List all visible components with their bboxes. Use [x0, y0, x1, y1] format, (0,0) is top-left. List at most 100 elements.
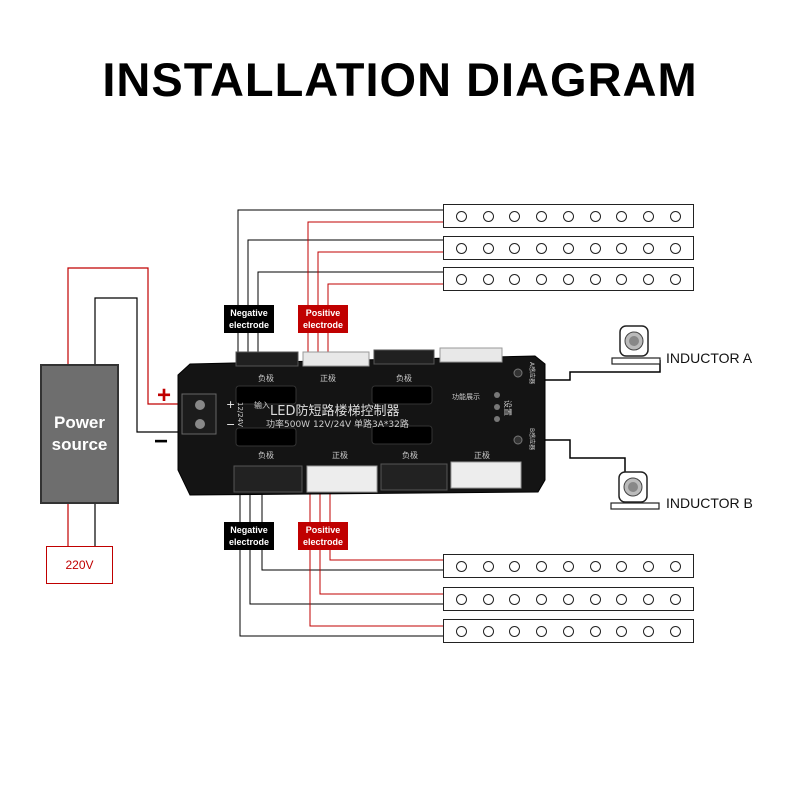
controller-input-minus: −: [226, 418, 235, 431]
led-dot: [670, 560, 681, 572]
led-dot: [562, 210, 574, 222]
led-dot: [616, 560, 628, 572]
controller-spec: 功率500W 12V/24V 单路3A*32路: [266, 418, 409, 430]
bottom-led-strip: [443, 619, 694, 643]
inductor-b-cable: [538, 439, 626, 476]
tag-line1: Negative: [230, 308, 268, 318]
led-dot: [589, 273, 601, 285]
led-dot: [536, 210, 548, 222]
bottom-terminal-positive-2: [450, 461, 522, 489]
led-dot: [509, 242, 521, 254]
mains-label: 220V: [46, 546, 113, 584]
led-dot: [482, 210, 494, 222]
led-dot: [616, 242, 628, 254]
port-label-bottom: 正极: [332, 450, 348, 460]
inductor-a-cable: [538, 360, 661, 381]
top-strip1-negative-wire: [237, 209, 443, 355]
tag-line1: Positive: [305, 308, 341, 318]
led-dot: [562, 560, 574, 572]
tag-line2: electrode: [302, 320, 344, 330]
bottom-terminal-negative-1: [233, 465, 303, 493]
led-dot: [643, 593, 655, 605]
port-label-bottom: 正极: [474, 450, 490, 460]
led-dot: [455, 593, 467, 605]
led-dot: [536, 625, 548, 637]
controller-input-plus: +: [226, 398, 235, 411]
led-dot: [562, 273, 574, 285]
controller-board: LED防短路楼梯控制器 功率500W 12V/24V 单路3A*32路 输入 1…: [177, 347, 546, 496]
led-dot: [670, 273, 681, 285]
tag-line2: electrode: [228, 320, 270, 330]
power-source-box: Power source: [40, 364, 119, 504]
inductor-a-icon: [611, 325, 661, 365]
led-dot: [482, 242, 494, 254]
led-dot: [509, 625, 521, 637]
led-dot: [509, 273, 521, 285]
led-dot: [589, 242, 601, 254]
power-source-line2: source: [51, 435, 108, 454]
bottom-strip1-negative-wire: [261, 492, 443, 571]
led-dot: [643, 625, 655, 637]
led-dot: [643, 242, 655, 254]
led-dot: [589, 560, 601, 572]
led-dot: [536, 273, 548, 285]
led-dot: [455, 210, 467, 222]
power-source-label: Power source: [42, 412, 117, 456]
led-dot: [589, 210, 601, 222]
controller-input-label: 输入: [254, 400, 270, 410]
top-positive-electrode-tag: Positive electrode: [298, 305, 348, 333]
tag-line1: Positive: [305, 525, 341, 535]
led-dot: [643, 273, 655, 285]
top-terminal-negative-2: [373, 349, 435, 365]
top-negative-electrode-tag: Negative electrode: [224, 305, 274, 333]
controller-function-label: 功能展示: [452, 392, 480, 401]
led-dot: [455, 560, 467, 572]
tag-line2: electrode: [228, 537, 270, 547]
inductor-b-label: INDUCTOR B: [666, 495, 753, 511]
controller-sensor-b-label: B感应器: [528, 428, 536, 450]
led-dot: [455, 242, 467, 254]
bottom-strip1-positive-wire: [329, 492, 443, 561]
led-dot: [509, 593, 521, 605]
port-label-bottom: 负极: [402, 450, 418, 460]
led-dot: [589, 593, 601, 605]
port-label-top: 负极: [396, 373, 412, 383]
power-positive-wire: [67, 267, 184, 405]
bottom-negative-electrode-tag: Negative electrode: [224, 522, 274, 550]
top-led-strip: [443, 236, 694, 260]
top-strip2-negative-wire: [247, 239, 443, 355]
bottom-terminal-negative-2: [380, 463, 448, 491]
led-dot: [562, 242, 574, 254]
led-dot: [616, 625, 628, 637]
led-dot: [643, 560, 655, 572]
led-dot: [455, 625, 467, 637]
top-strip2-positive-wire: [317, 251, 443, 355]
led-dot: [616, 593, 628, 605]
top-led-strip: [443, 267, 694, 291]
bottom-positive-electrode-tag: Positive electrode: [298, 522, 348, 550]
led-dot: [670, 593, 681, 605]
led-dot: [536, 242, 548, 254]
led-dot: [509, 210, 521, 222]
led-dot: [643, 210, 655, 222]
led-dot: [670, 625, 681, 637]
controller-setting-label: 设置: [503, 400, 513, 416]
minus-sign: −: [154, 428, 169, 455]
top-terminal-positive-1: [302, 351, 370, 367]
led-dot: [536, 560, 548, 572]
bottom-led-strip: [443, 554, 694, 578]
top-led-strip: [443, 204, 694, 228]
led-dot: [482, 593, 494, 605]
power-negative-wire: [94, 297, 184, 433]
led-dot: [482, 560, 494, 572]
top-terminal-positive-2: [439, 347, 503, 363]
controller-sensor-a-label: A感应器: [528, 362, 536, 384]
led-dot: [482, 273, 494, 285]
inductor-a-label: INDUCTOR A: [666, 350, 753, 366]
port-label-bottom: 负极: [258, 450, 274, 460]
bottom-terminal-positive-1: [306, 465, 378, 493]
tag-line1: Negative: [230, 525, 268, 535]
controller-title: LED防短路楼梯控制器: [270, 403, 399, 419]
